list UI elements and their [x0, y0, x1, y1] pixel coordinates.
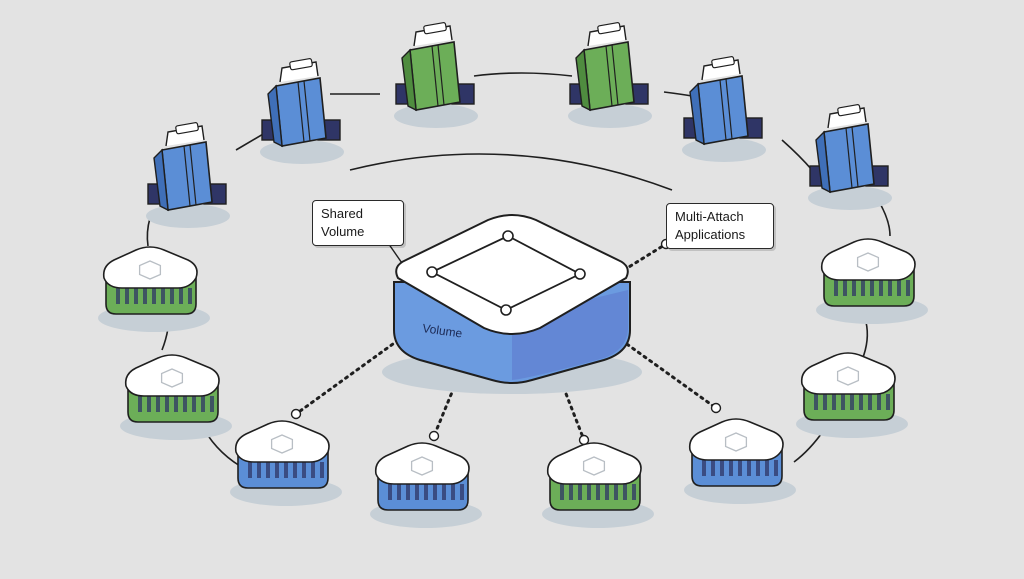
shared-volume-callout: Shared Volume: [312, 200, 404, 246]
spoke-link: [432, 366, 464, 438]
multi-attach-callout: Multi-Attach Applications: [666, 203, 774, 249]
binder-folder-icon: [394, 22, 478, 128]
spoke-link: [294, 334, 406, 416]
orbit-line: [663, 91, 693, 97]
orbit-line: [861, 321, 869, 361]
binder-folder-icon: [682, 56, 766, 162]
volume-corner-dot: [500, 304, 512, 316]
orbit-line: [146, 217, 151, 247]
binder-folder-icon: [568, 22, 652, 128]
binder-folder-icon: [260, 58, 344, 164]
server-node-icon: [230, 420, 342, 506]
spoke-link: [622, 242, 668, 272]
spoke-endpoint: [710, 402, 722, 414]
server-node-icon: [98, 246, 210, 332]
spoke-link: [608, 330, 718, 410]
volume-corner-dot: [426, 266, 438, 278]
server-node-icon: [120, 354, 232, 440]
volume-top: [395, 214, 629, 335]
volume-corner-dot: [502, 230, 514, 242]
central-volume: Volume: [382, 214, 642, 394]
orbit-line: [349, 153, 673, 191]
server-node-icon: [796, 352, 908, 438]
binder-folder-icon: [808, 104, 892, 210]
server-node-icon: [370, 442, 482, 528]
volume-label: Volume: [422, 321, 464, 340]
server-node-icon: [684, 418, 796, 504]
spoke-endpoint: [428, 430, 440, 442]
volume-corner-dot: [574, 268, 586, 280]
binder-folder-icon: [146, 122, 230, 228]
server-node-icon: [542, 442, 654, 528]
orbit-line: [473, 72, 573, 77]
peripheral-nodes: [98, 22, 928, 528]
orbit-line: [781, 139, 813, 171]
spoke-endpoint: [290, 408, 302, 420]
server-node-icon: [816, 238, 928, 324]
